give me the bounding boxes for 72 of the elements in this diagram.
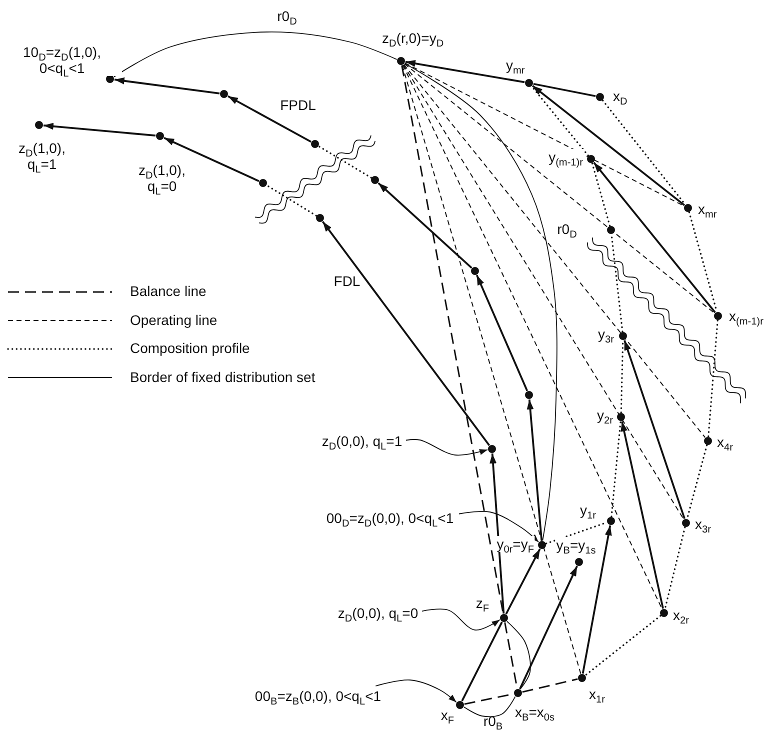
point-label: y$_{0r}$=y$_{F}$ [496,536,535,552]
balance-line [522,678,578,693]
leader-line [406,439,488,456]
chain-label: FDL [334,273,360,290]
operating-line [404,63,715,314]
process-arrow [164,137,260,182]
balance-line [401,65,504,614]
process-arrow [620,421,664,609]
data-point [471,267,479,275]
process-arrow [526,399,543,541]
process-arrow [505,548,541,614]
annotation-label: 00$_{B}$=z$_{B}$(0,0), 0<q$_{L}$<1 [251,688,385,704]
legend-label: Operating line [130,312,218,328]
leader-line [375,680,457,703]
border-curve [114,32,398,78]
border-curve [464,696,516,718]
data-point [259,179,267,187]
data-point [488,445,496,453]
data-point [371,176,379,184]
border-curve [404,63,558,541]
data-point [316,214,324,222]
operating-line [402,64,663,610]
legend-label: Composition profile [130,340,250,356]
data-point [525,391,533,399]
process-arrow [114,77,220,94]
process-arrow [227,95,312,143]
process-arrow [519,566,578,690]
composition-profile-line [266,184,318,216]
data-point [220,90,228,98]
process-arrow [476,274,528,392]
process-arrow [43,122,156,137]
annotation-label: 00$_{D}$=z$_{D}$(0,0), 0<q$_{L}$<1 [323,510,457,526]
process-arrow [582,525,612,674]
process-arrow [378,182,472,269]
process-arrow [490,453,505,614]
composition-profile-line [318,145,372,179]
data-point [311,140,319,148]
process-arrow [322,221,490,446]
annotation-label: z$_{D}$(0,0), q$_{L}$=0 [336,605,420,622]
point-label: y$_{3r}$ [597,326,615,342]
operating-line [403,64,706,438]
legend-label: Border of fixed distribution set [130,368,316,385]
border-curve [506,620,531,690]
point-label: y$_{2r}$ [596,407,614,424]
annotation-label: z$_{D}$(0,0), q$_{L}$=1 [320,433,404,450]
edge-label: r0$_{B}$ [483,713,503,730]
composition-profile-line [610,234,624,332]
point-label: y$_{(m-1)r}$ [548,149,584,166]
point-label: z$_{D}$(r,0)=y$_{D}$ [381,30,445,46]
operating-line [404,62,684,206]
process-arrow [593,162,716,314]
composition-profile-line [664,526,686,610]
data-point [607,226,615,234]
process-arrow [532,85,686,206]
point-label: y$_{B}$=y$_{1s}$ [555,537,597,554]
composition-profile-line [602,100,686,206]
leader-line [458,510,540,543]
operating-line [402,64,582,674]
process-arrow [624,340,686,520]
composition-profile-line [708,320,718,438]
composition-profile-line [531,86,589,156]
operating-line [402,64,684,520]
chain-label: FPDL [280,97,316,114]
edge-label: r0$_{D}$ [557,221,577,238]
composition-profile-line [686,444,708,520]
composition-profile-line [584,614,662,676]
legend-label: Balance line [130,283,206,300]
process-arrow [405,60,525,84]
composition-profile-line [591,162,611,227]
leader-line [422,608,500,630]
composition-profile-line [610,420,622,518]
edge-label: r0$_{D}$ [277,8,297,24]
